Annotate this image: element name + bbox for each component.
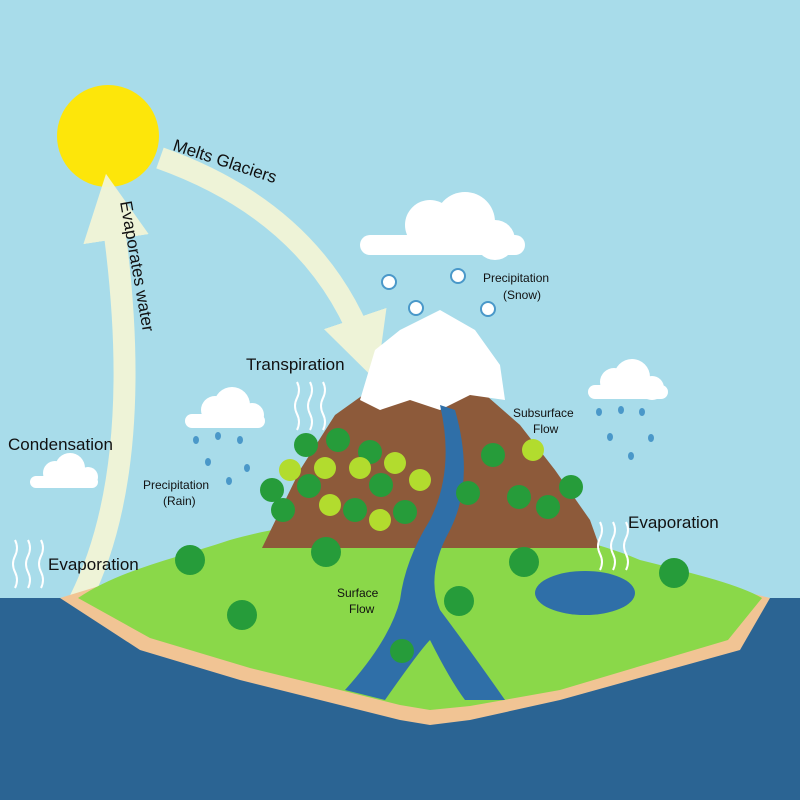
tree xyxy=(522,439,544,461)
tree xyxy=(349,457,371,479)
cloud-left xyxy=(185,387,265,428)
tree xyxy=(311,537,341,567)
label-evaporation-right: Evaporation xyxy=(628,513,719,532)
tree xyxy=(314,457,336,479)
river xyxy=(345,405,505,700)
raindrop-icon xyxy=(628,452,634,460)
cloud-condensation xyxy=(30,453,98,488)
snowflake-icon xyxy=(480,301,496,317)
cloud-right xyxy=(588,359,668,400)
tree xyxy=(227,600,257,630)
label-condensation: Condensation xyxy=(8,435,113,454)
snowflake-icon xyxy=(450,268,466,284)
tree xyxy=(456,481,480,505)
tree xyxy=(409,469,431,491)
raindrop-icon xyxy=(639,408,645,416)
label-subsurface-1: Subsurface xyxy=(513,406,574,420)
vapor-icon xyxy=(307,381,313,431)
tree xyxy=(319,494,341,516)
raindrop-icon xyxy=(648,434,654,442)
label-precip-rain-1: Precipitation xyxy=(143,478,209,492)
tree xyxy=(393,500,417,524)
tree xyxy=(659,558,689,588)
raindrop-icon xyxy=(596,408,602,416)
tree-group xyxy=(175,428,689,663)
tree xyxy=(507,485,531,509)
label-surface-1: Surface xyxy=(337,586,379,600)
raindrop-icon xyxy=(205,458,211,466)
cloud-top xyxy=(360,192,525,260)
sun xyxy=(57,85,159,187)
lake xyxy=(535,571,635,615)
vapor-icon xyxy=(25,539,31,589)
raindrop-icons xyxy=(193,406,654,485)
label-precip-snow-2: (Snow) xyxy=(503,288,541,302)
raindrop-icon xyxy=(607,433,613,441)
vapor-icon xyxy=(12,539,18,589)
label-precip-snow-1: Precipitation xyxy=(483,271,549,285)
melts-glaciers-arrow xyxy=(156,147,387,381)
tree xyxy=(279,459,301,481)
tree xyxy=(343,498,367,522)
vapor-icon xyxy=(294,381,300,431)
tree xyxy=(297,474,321,498)
tree xyxy=(559,475,583,499)
raindrop-icon xyxy=(193,436,199,444)
tree xyxy=(444,586,474,616)
tree xyxy=(481,443,505,467)
snow-cap xyxy=(360,310,505,410)
tree xyxy=(369,509,391,531)
evaporates-water-arrow xyxy=(70,173,149,605)
label-surface-2: Flow xyxy=(349,602,375,616)
vapor-icon xyxy=(610,521,616,571)
snowflake-icons xyxy=(381,268,496,317)
tree xyxy=(260,478,284,502)
vapor-icon xyxy=(38,539,44,589)
tree xyxy=(384,452,406,474)
vapor-icon xyxy=(320,381,326,431)
tree xyxy=(294,433,318,457)
vapor-icon xyxy=(623,521,629,571)
tree xyxy=(536,495,560,519)
label-subsurface-2: Flow xyxy=(533,422,559,436)
vapor-icon xyxy=(597,521,603,571)
snowflake-icon xyxy=(381,274,397,290)
raindrop-icon xyxy=(618,406,624,414)
vapor-lines xyxy=(12,381,629,589)
raindrop-icon xyxy=(237,436,243,444)
raindrop-icon xyxy=(244,464,250,472)
tree xyxy=(175,545,205,575)
label-precip-rain-2: (Rain) xyxy=(163,494,196,508)
tree xyxy=(369,473,393,497)
tree xyxy=(271,498,295,522)
raindrop-icon xyxy=(226,477,232,485)
label-transpiration: Transpiration xyxy=(246,355,345,374)
tree xyxy=(326,428,350,452)
tree xyxy=(390,639,414,663)
tree xyxy=(509,547,539,577)
label-evaporation-left: Evaporation xyxy=(48,555,139,574)
snowflake-icon xyxy=(408,300,424,316)
raindrop-icon xyxy=(215,432,221,440)
